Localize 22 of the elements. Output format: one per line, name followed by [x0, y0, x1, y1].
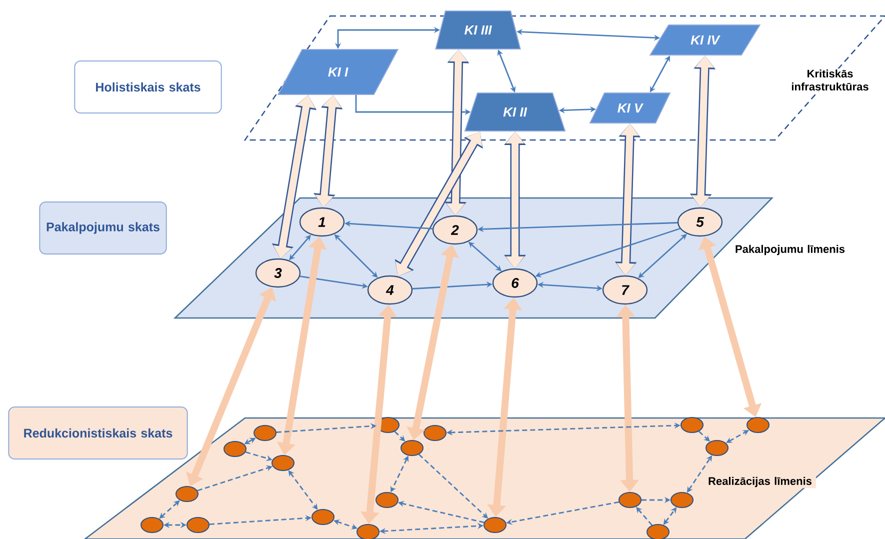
- dot: [356, 524, 380, 539]
- dot: [312, 509, 334, 525]
- dot: [272, 455, 294, 471]
- dot: [186, 517, 210, 533]
- dot: [254, 425, 276, 441]
- dot: [706, 440, 728, 456]
- dot: [646, 524, 670, 539]
- view-label-box: Holistiskais skats: [74, 60, 222, 114]
- dot: [424, 425, 446, 441]
- dot: [670, 492, 694, 508]
- dot: [484, 517, 506, 533]
- dot: [176, 486, 198, 502]
- dot: [400, 440, 424, 456]
- dot: [224, 441, 246, 457]
- view-label-box: Redukcionistiskais skats: [8, 406, 188, 460]
- dot: [746, 417, 770, 433]
- dot: [618, 492, 642, 508]
- dot: [376, 492, 398, 508]
- dot: [680, 417, 704, 433]
- trapezoid-box: KI III: [435, 10, 521, 50]
- view-label-box: Pakalpojumu skats: [39, 202, 167, 254]
- dot: [140, 517, 164, 533]
